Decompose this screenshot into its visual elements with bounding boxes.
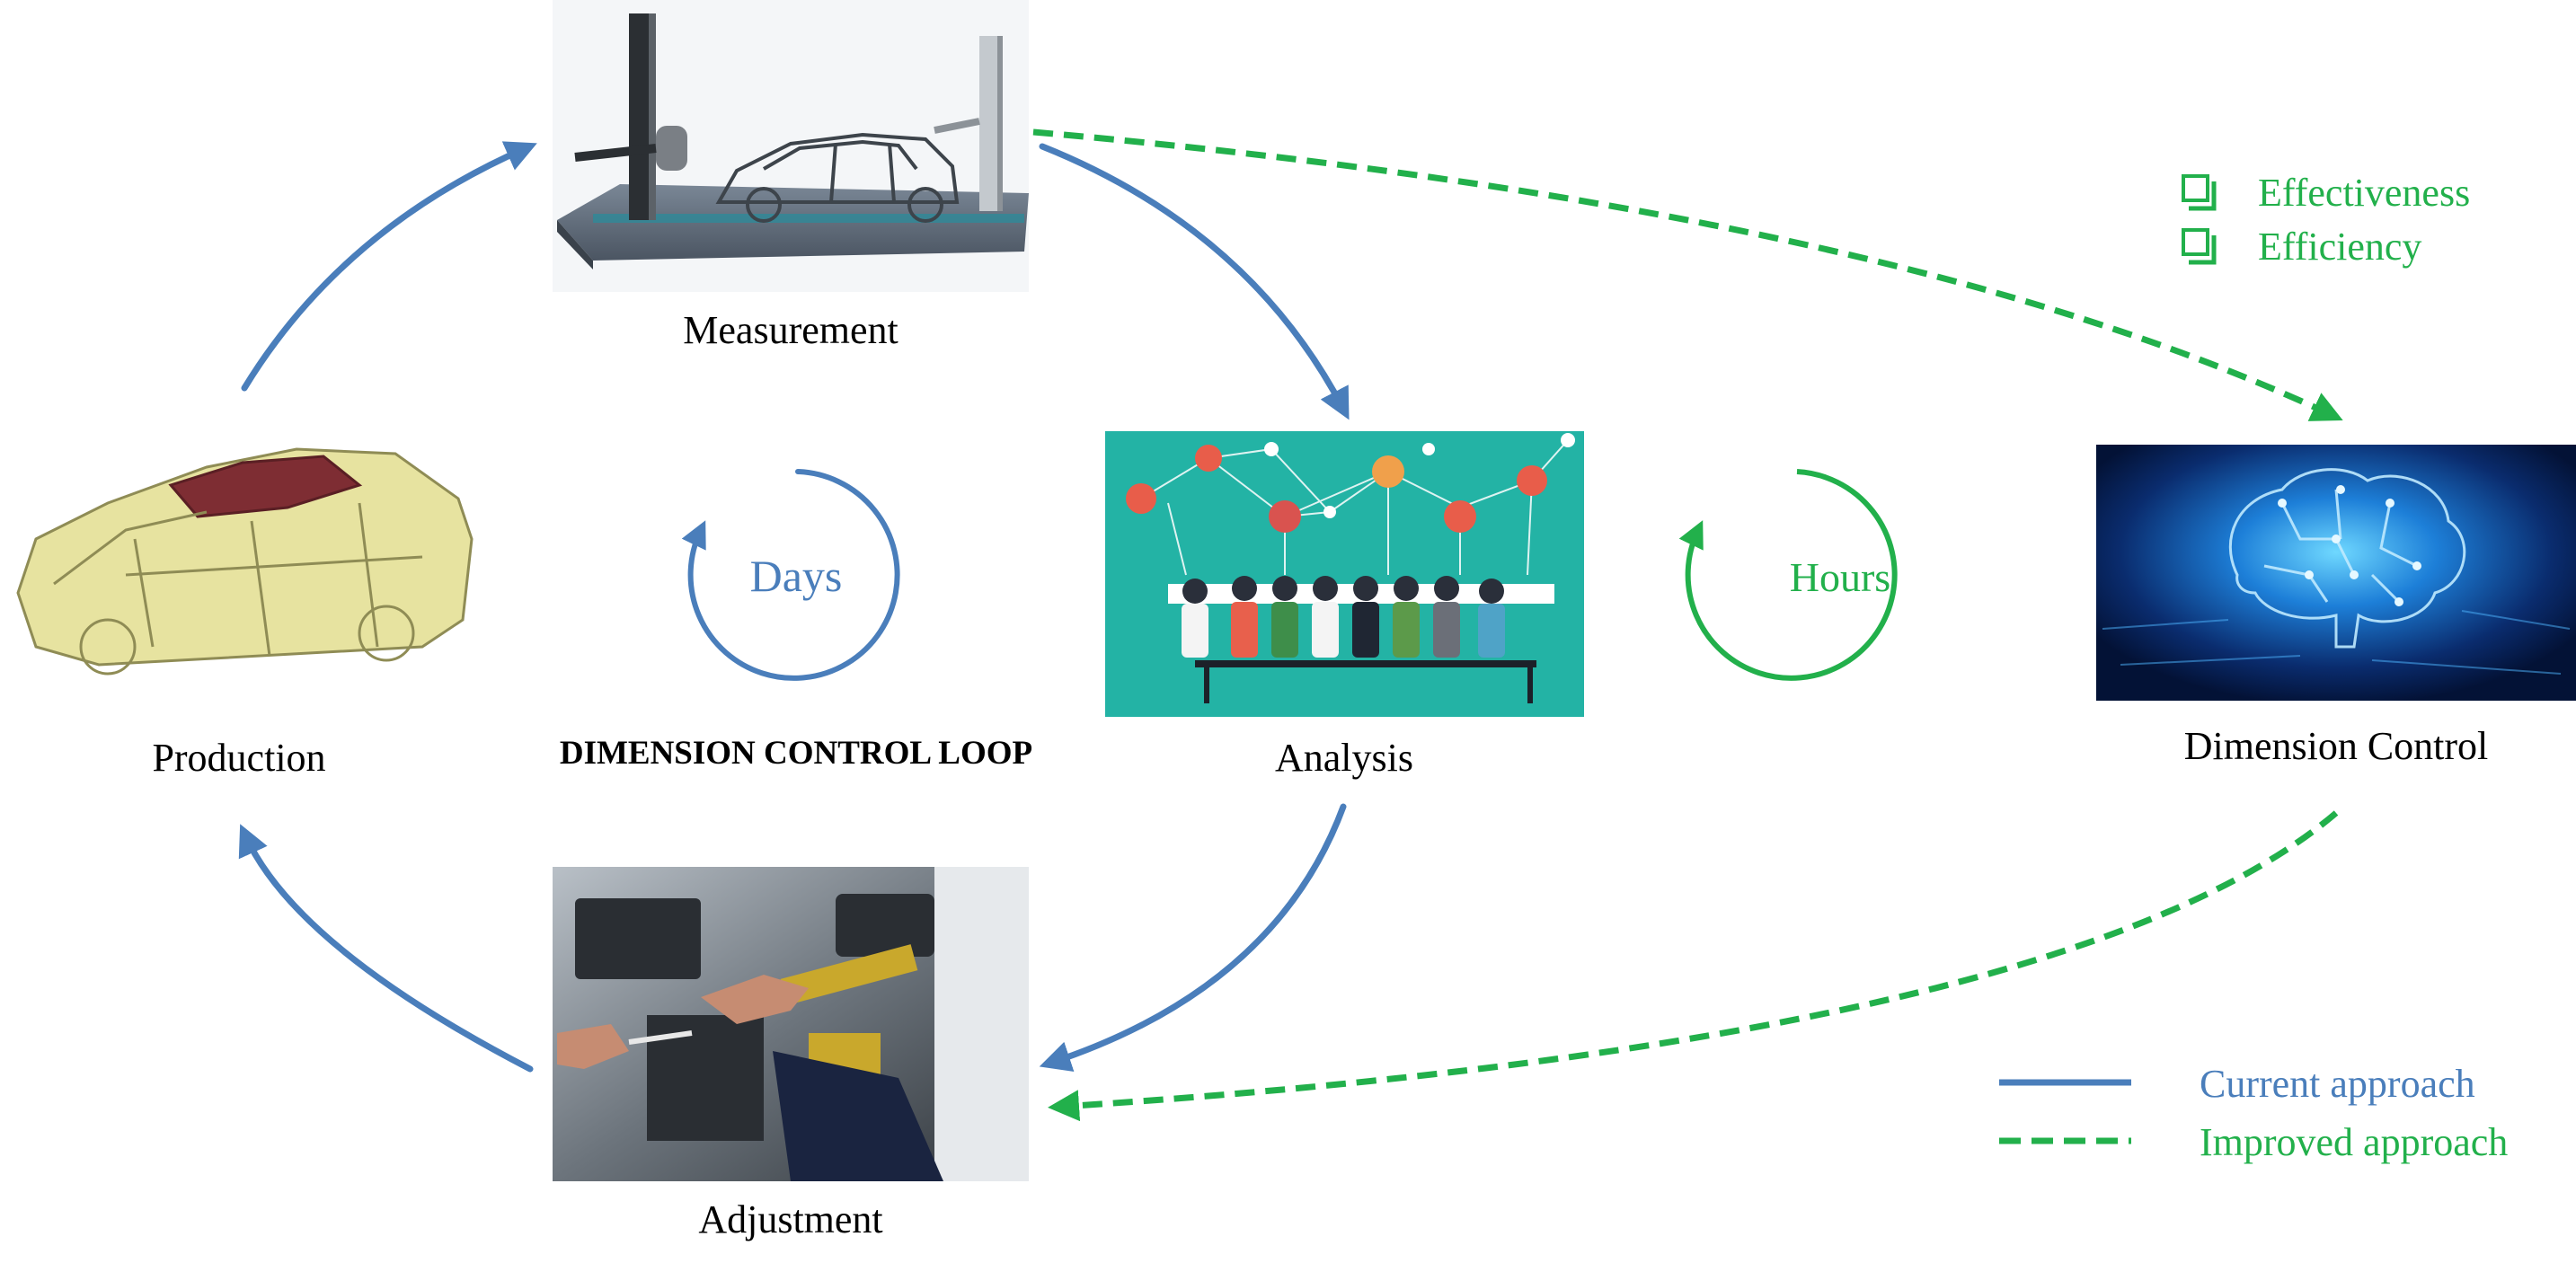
arrow-measurement-to-analysis bbox=[1039, 143, 1350, 420]
checkbox-icon bbox=[2182, 228, 2217, 265]
dimension-control-label: Dimension Control bbox=[2184, 724, 2489, 768]
analysis-label: Analysis bbox=[1275, 736, 1413, 780]
analysis-image bbox=[1105, 431, 1584, 717]
arrow-dimension-control-to-adjustment bbox=[1048, 810, 2339, 1122]
arrow-production-to-measurement bbox=[241, 141, 537, 392]
measurement-image bbox=[553, 0, 1029, 292]
adjustment-label: Adjustment bbox=[698, 1197, 882, 1241]
arrow-measurement-to-dimension-control bbox=[1032, 128, 2343, 421]
legend: Current approach Improved approach bbox=[1999, 1062, 2508, 1164]
measurement-label: Measurement bbox=[683, 308, 898, 352]
checkbox-icon bbox=[2182, 174, 2217, 211]
legend-improved-label: Improved approach bbox=[2200, 1120, 2508, 1164]
dimension-control-image bbox=[2096, 445, 2576, 701]
benefit-item: Effectiveness bbox=[2258, 171, 2470, 215]
hours-label: Hours bbox=[1790, 554, 1890, 600]
legend-current-label: Current approach bbox=[2200, 1062, 2475, 1106]
loop-title: DIMENSION CONTROL LOOP bbox=[560, 735, 1032, 772]
benefits-list: Effectiveness Efficiency bbox=[2182, 171, 2470, 269]
benefit-item: Efficiency bbox=[2258, 225, 2421, 269]
production-image bbox=[16, 447, 474, 676]
days-cycle-arrow bbox=[681, 469, 900, 681]
arrow-adjustment-to-production bbox=[238, 824, 534, 1073]
arrow-analysis-to-adjustment bbox=[1039, 803, 1347, 1072]
hours-cycle-arrow bbox=[1678, 469, 1898, 681]
adjustment-image bbox=[553, 867, 1029, 1181]
days-label: Days bbox=[750, 551, 843, 601]
production-label: Production bbox=[152, 736, 325, 780]
